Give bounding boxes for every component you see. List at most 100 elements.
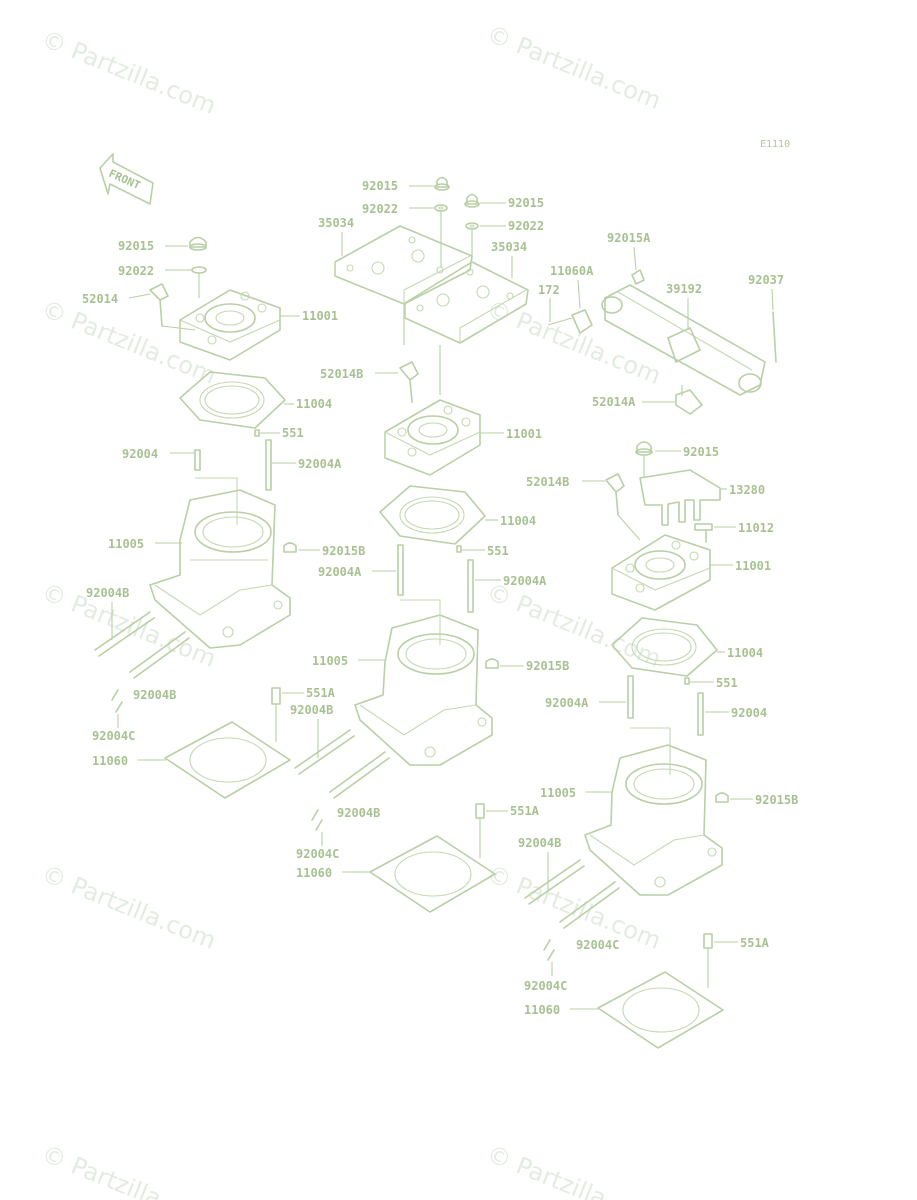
callout-11060: 11060 bbox=[524, 1003, 560, 1017]
callout-11004: 11004 bbox=[296, 397, 332, 411]
stud-icon bbox=[265, 439, 272, 491]
watermark: © Partzilla.com bbox=[483, 20, 665, 115]
washer-icon bbox=[465, 222, 479, 230]
callout-11060: 11060 bbox=[92, 754, 128, 768]
watermark: © Partzilla.com bbox=[38, 1140, 220, 1200]
callout-52014B: 52014B bbox=[320, 367, 363, 381]
bleed-bolt-icon bbox=[149, 283, 169, 327]
callout-52014A: 52014A bbox=[592, 395, 636, 409]
callout-551: 551 bbox=[487, 544, 509, 558]
bleed-bolt-icon bbox=[605, 473, 625, 516]
stud-icon bbox=[697, 692, 704, 736]
base-gasket-left bbox=[164, 721, 291, 799]
callout-92004B: 92004B bbox=[337, 806, 380, 820]
callout-92004A: 92004A bbox=[318, 565, 362, 579]
callout-92022: 92022 bbox=[508, 219, 544, 233]
callout-92015B: 92015B bbox=[526, 659, 569, 673]
dowel-icon bbox=[684, 677, 690, 685]
cap-nut-icon bbox=[485, 658, 499, 669]
front-arrow-icon: FRONT bbox=[99, 153, 154, 205]
watermarks: © Partzilla.com © Partzilla.com © Partzi… bbox=[38, 20, 665, 1200]
cap-nut-icon bbox=[283, 542, 297, 553]
fitting-icon bbox=[675, 389, 703, 415]
callout-92004A: 92004A bbox=[503, 574, 547, 588]
callout-11012: 11012 bbox=[738, 521, 774, 535]
dowel-icon bbox=[475, 803, 485, 819]
callout-11001: 11001 bbox=[506, 427, 542, 441]
top-assembly: 92015 92015 92022 92022 35034 35034 9201… bbox=[318, 176, 784, 415]
callout-11001: 11001 bbox=[302, 309, 338, 323]
front-label: FRONT bbox=[107, 167, 143, 192]
callout-551: 551 bbox=[716, 676, 738, 690]
callout-11001: 11001 bbox=[735, 559, 771, 573]
callout-11005: 11005 bbox=[108, 537, 144, 551]
callout-92004A: 92004A bbox=[298, 457, 342, 471]
cylinder-head-left bbox=[179, 289, 281, 361]
dowel-icon bbox=[703, 933, 713, 949]
cap-nut-icon bbox=[715, 792, 729, 803]
washer-icon bbox=[434, 204, 448, 212]
callout-92022: 92022 bbox=[118, 264, 154, 278]
callout-92004C: 92004C bbox=[296, 847, 339, 861]
cylinder-left bbox=[149, 477, 291, 649]
bolt-icon bbox=[772, 311, 777, 363]
callout-92004C: 92004C bbox=[92, 729, 135, 743]
callout-92015B: 92015B bbox=[755, 793, 798, 807]
stud-icon bbox=[467, 559, 474, 613]
callout-92037: 92037 bbox=[748, 273, 784, 287]
callout-92015A: 92015A bbox=[607, 231, 651, 245]
head-cover-plate-left bbox=[334, 225, 473, 305]
cap-nut-icon bbox=[466, 193, 478, 205]
cylinder-middle bbox=[354, 599, 493, 766]
callout-52014: 52014 bbox=[82, 292, 118, 306]
callout-172: 172 bbox=[538, 283, 560, 297]
head-gasket-right bbox=[611, 617, 718, 677]
studs-lower-middle bbox=[294, 729, 390, 831]
cylinder-head-middle bbox=[384, 399, 481, 476]
watermark: © Partzilla.com bbox=[483, 295, 665, 390]
callout-551A: 551A bbox=[306, 686, 336, 700]
fitting-icon bbox=[694, 523, 713, 543]
callout-52014B: 52014B bbox=[526, 475, 569, 489]
studs-lower-left bbox=[94, 611, 190, 713]
callout-92015: 92015 bbox=[508, 196, 544, 210]
callout-39192: 39192 bbox=[666, 282, 702, 296]
watermark: © Partzilla.com bbox=[483, 578, 665, 673]
callout-11004: 11004 bbox=[727, 646, 763, 660]
callout-551A: 551A bbox=[510, 804, 540, 818]
callout-92004B: 92004B bbox=[518, 836, 561, 850]
callout-92004: 92004 bbox=[731, 706, 767, 720]
bracket-right bbox=[639, 469, 721, 526]
callout-92004C: 92004C bbox=[524, 979, 567, 993]
callout-551: 551 bbox=[282, 426, 304, 440]
right-cylinder-assembly: 92015 52014B 13280 11012 11001 11004 920… bbox=[518, 441, 798, 1049]
callout-11005: 11005 bbox=[312, 654, 348, 668]
callout-92015: 92015 bbox=[362, 179, 398, 193]
water-pipe bbox=[547, 269, 777, 415]
callout-92015: 92015 bbox=[118, 239, 154, 253]
dowel-icon bbox=[254, 429, 260, 437]
callout-551A: 551A bbox=[740, 936, 770, 950]
callout-92022: 92022 bbox=[362, 202, 398, 216]
left-cylinder-assembly: 92015 92022 52014 11001 11004 92004 551 … bbox=[82, 236, 365, 799]
callout-92015: 92015 bbox=[683, 445, 719, 459]
cap-nut-icon bbox=[436, 176, 448, 188]
middle-cylinder-assembly: 52014B 11001 11004 92004A 551 92004A 110… bbox=[290, 361, 569, 913]
watermark: © Partzilla.com bbox=[38, 860, 220, 955]
callout-13280: 13280 bbox=[729, 483, 765, 497]
head-cover-plate-right bbox=[404, 261, 529, 344]
watermark: © Partzilla.com bbox=[38, 295, 220, 390]
head-gasket-left bbox=[179, 371, 286, 429]
nut-icon bbox=[631, 269, 645, 285]
dowel-icon bbox=[271, 687, 281, 705]
callout-92004A: 92004A bbox=[545, 696, 589, 710]
dowel-icon bbox=[456, 545, 462, 553]
cap-nut-icon bbox=[189, 236, 207, 248]
callout-35034: 35034 bbox=[318, 216, 354, 230]
stud-icon bbox=[194, 449, 201, 471]
cylinder-head-right bbox=[611, 534, 711, 611]
studs-lower-right bbox=[524, 859, 620, 961]
head-gasket-middle bbox=[379, 485, 486, 545]
callout-11060: 11060 bbox=[296, 866, 332, 880]
